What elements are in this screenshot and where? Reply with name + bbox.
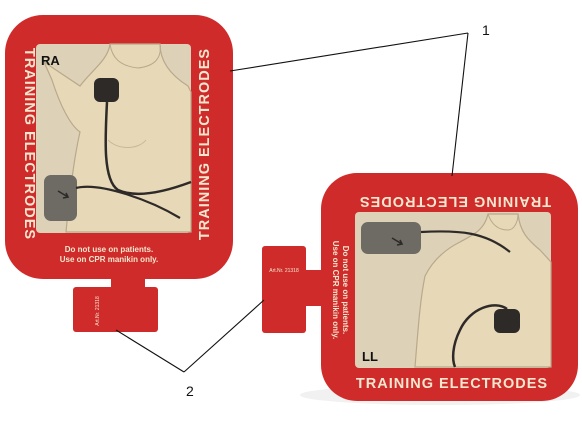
right-pad-black-electrode	[494, 309, 520, 333]
left-pad-warning-line-1: Do not use on patients.	[65, 245, 153, 254]
left-pad-position-code: RA	[41, 53, 60, 68]
callout-1-label: 1	[482, 22, 490, 38]
right-pad-bottom-text: TRAINING ELECTRODES	[356, 376, 548, 392]
left-pad-side-text-right: TRAINING ELECTRODES	[197, 48, 213, 240]
right-pad-warning-line-1: Do not use on patients.	[341, 246, 350, 334]
left-pad-connector-tab	[73, 287, 158, 332]
right-pad-top-text: TRAINING ELECTRODES	[359, 193, 551, 209]
left-pad-gray-electrode	[44, 175, 77, 221]
right-pad-warning-line-2: Use on CPR manikin only.	[331, 241, 340, 340]
right-pad-position-code: LL	[362, 349, 378, 364]
left-pad-side-text-left: TRAINING ELECTRODES	[21, 48, 37, 240]
right-pad-gray-electrode	[361, 222, 421, 254]
left-pad-warning-line-2: Use on CPR manikin only.	[60, 255, 159, 264]
right-pad-article-number: Art.Nr. 21318	[269, 268, 299, 274]
callout-2-label: 2	[186, 383, 194, 399]
left-pad-black-electrode	[94, 78, 119, 102]
left-pad-article-number: Art.Nr. 21318	[95, 296, 101, 326]
